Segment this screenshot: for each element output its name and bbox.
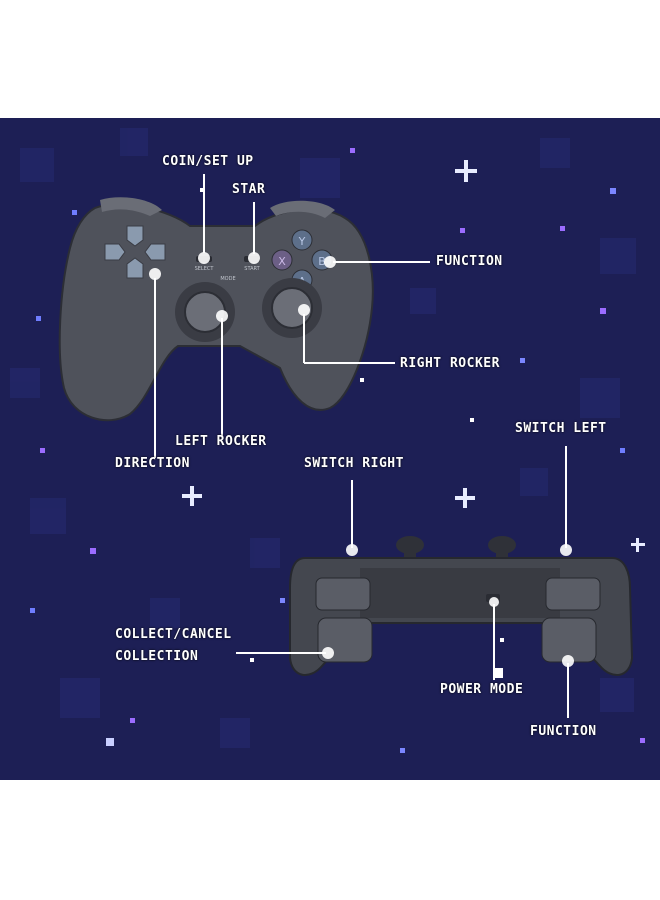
label-coin-set-up: COIN/SET UP	[162, 154, 254, 169]
starfield-background: Y X B A SELECT START MODE	[0, 118, 660, 780]
right-shoulder	[270, 200, 335, 218]
label-direction: DIRECTION	[115, 456, 190, 471]
label-switch-right: SWITCH RIGHT	[304, 456, 404, 471]
button-x-label: X	[278, 255, 286, 268]
label-star: STAR	[232, 182, 266, 197]
label-right-rocker: RIGHT ROCKER	[400, 356, 500, 371]
select-marking: SELECT	[195, 266, 215, 272]
button-y-label: Y	[298, 235, 306, 248]
infographic-panel: Y X B A SELECT START MODE	[0, 118, 660, 780]
right-stick	[271, 287, 313, 329]
label-switch-left: SWITCH LEFT	[515, 421, 607, 436]
label-collect-cancel-line1: COLLECT/CANCEL	[115, 627, 232, 642]
button-b-label: B	[318, 255, 326, 268]
label-left-rocker: LEFT ROCKER	[175, 434, 267, 449]
l1-bumper	[315, 577, 371, 611]
pixel-tiles	[10, 128, 636, 748]
leader-lines	[154, 174, 569, 718]
left-stick-top	[396, 536, 424, 554]
label-power-mode: POWER MODE	[440, 682, 524, 697]
label-collect-cancel-line2: COLLECTION	[115, 649, 199, 664]
glow-dots	[149, 252, 574, 667]
controller-front-view: Y X B A SELECT START MODE	[58, 197, 374, 422]
start-marking: START	[244, 266, 260, 272]
mode-marking: MODE	[220, 276, 235, 282]
plus-sparkles	[182, 160, 645, 552]
label-function-bottom: FUNCTION	[530, 724, 597, 739]
r1-bumper	[545, 577, 601, 611]
back-center-panel	[360, 568, 560, 618]
label-function-top: FUNCTION	[436, 254, 503, 269]
dpad	[104, 225, 166, 279]
right-stick-top	[488, 536, 516, 554]
left-shoulder	[100, 197, 162, 216]
controller-back-view	[289, 536, 634, 676]
large-pixel-star	[106, 668, 503, 746]
label-collect-cancel: COLLECT/CANCEL COLLECTION	[115, 624, 232, 668]
